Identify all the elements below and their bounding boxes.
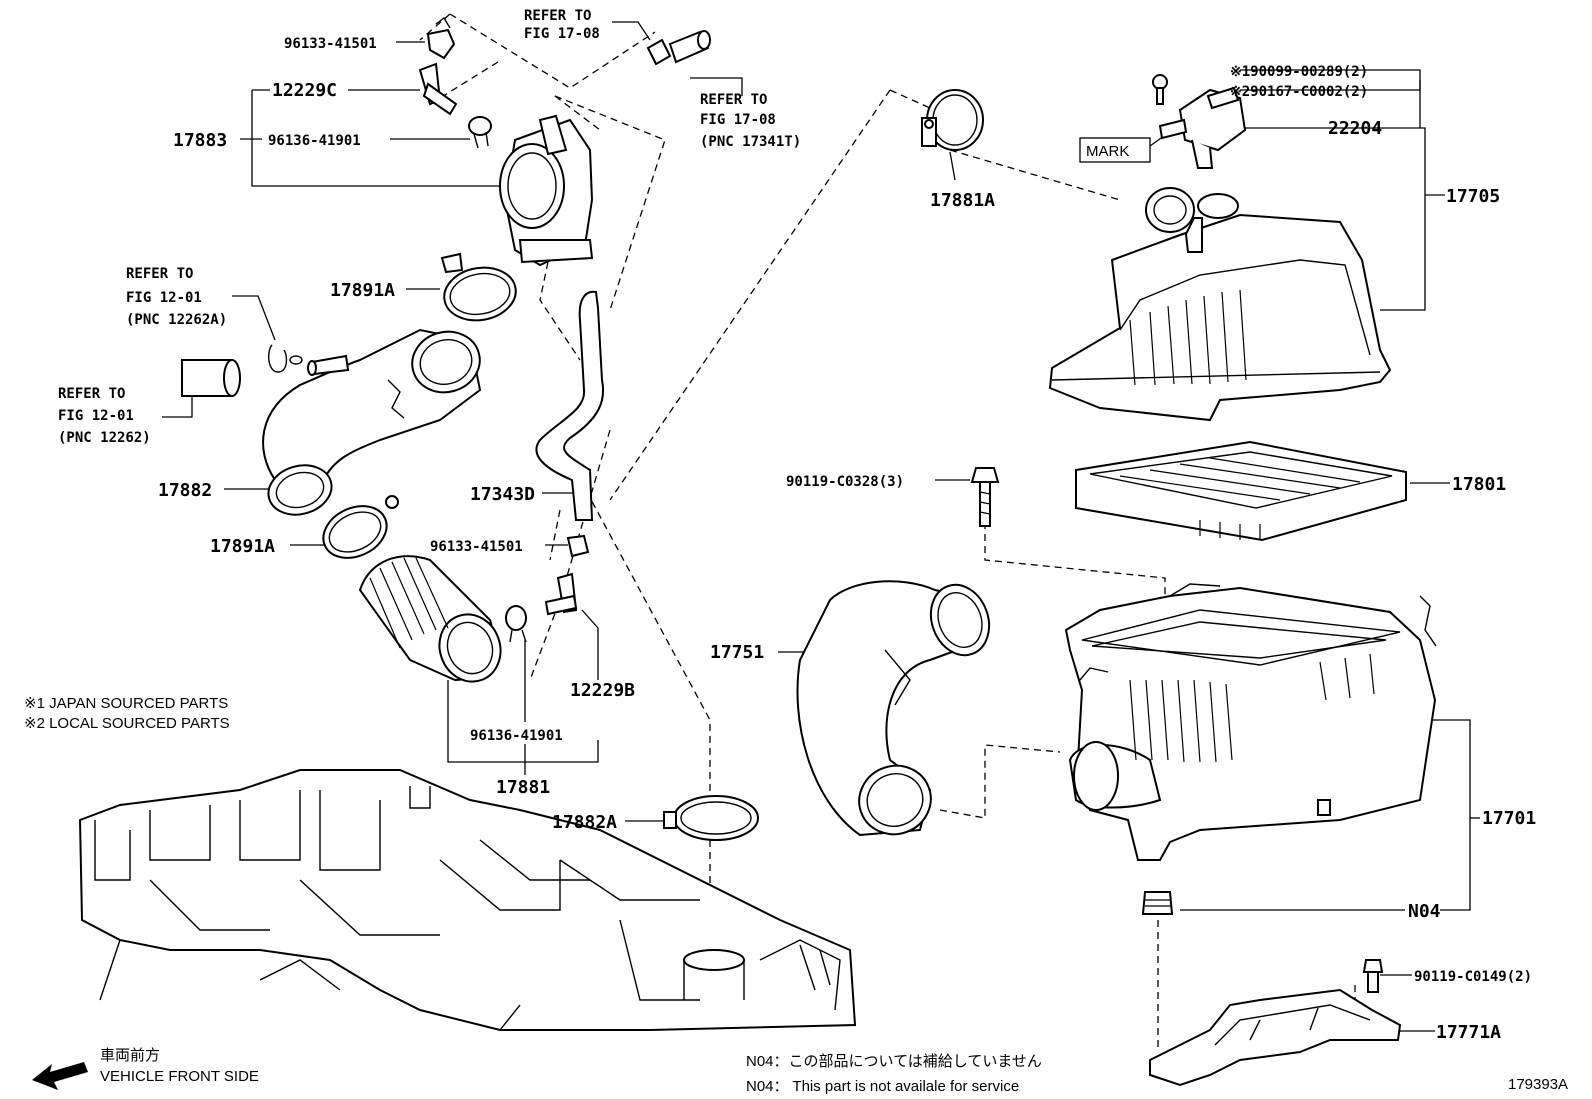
label-17771A: 17771A: [1436, 1022, 1501, 1043]
label-refer-12-01-a-3: (PNC 12262A): [126, 312, 227, 328]
label-refer-12-01-a-2: FIG 12-01: [126, 290, 202, 306]
label-96133-top: 96133-41501: [284, 36, 377, 52]
clip-96133-top: [426, 16, 456, 60]
clamp-17891A-top: [440, 252, 517, 322]
label-96136-top: 96136-41901: [268, 133, 361, 149]
note-japan-sourced: ※1 JAPAN SOURCED PARTS: [24, 695, 228, 712]
label-17751: 17751: [710, 642, 764, 663]
label-refer-17-08-a-1: REFER TO: [524, 8, 591, 24]
label-mark: MARK: [1086, 143, 1129, 160]
air-hose-17882: [181, 328, 482, 516]
bolt-90119-C0328: [970, 467, 1000, 527]
mark-label-box: [1079, 137, 1151, 163]
refer-fig-12-01-clip: [267, 344, 303, 373]
label-refer-17-08-a-2: FIG 17-08: [524, 26, 600, 42]
label-17891A-bottom: 17891A: [210, 536, 275, 557]
label-17881A: 17881A: [930, 190, 995, 211]
clamp-96136-top: [468, 116, 492, 149]
clamp-17881A: [921, 89, 984, 151]
label-17705: 17705: [1446, 186, 1500, 207]
clamp-17891A-bottom: [322, 495, 399, 559]
note-n04-en: N04： This part is not availale for servi…: [746, 1078, 1019, 1095]
label-17891A-top: 17891A: [330, 280, 395, 301]
air-cleaner-case-17701: [1064, 583, 1437, 861]
label-refer-12-01-b-2: FIG 12-01: [58, 408, 134, 424]
label-17882: 17882: [158, 480, 212, 501]
label-190099: ※190099-00289(2): [1230, 64, 1368, 80]
label-96136-bottom: 96136-41901: [470, 728, 563, 744]
label-refer-17-08-b-1: REFER TO: [700, 92, 767, 108]
engine-block-outline: [78, 769, 857, 1031]
label-17343D: 17343D: [470, 484, 535, 505]
callout-labels: 96133-41501 REFER TO FIG 17-08 12229C 17…: [58, 8, 1536, 1043]
label-90119-C0328: 90119-C0328(3): [786, 474, 904, 490]
intake-pipe-17883: [499, 114, 594, 267]
label-refer-12-01-a-1: REFER TO: [126, 266, 193, 282]
grommet-N04: [1141, 891, 1174, 915]
air-flow-meter-22204: [1158, 86, 1247, 169]
label-90119-C0149: 90119-C0149(2): [1414, 969, 1532, 985]
label-N04: N04: [1408, 901, 1441, 922]
note-front-jp: 車両前方: [100, 1047, 160, 1064]
clamp-96136-bottom: [505, 605, 527, 643]
label-12229C: 12229C: [272, 80, 337, 101]
label-17701: 17701: [1482, 808, 1536, 829]
corrugated-hose-17881: [358, 555, 502, 683]
bolt-90119-C0149: [1362, 959, 1384, 993]
clamp-17882A: [663, 795, 759, 841]
label-12229B: 12229B: [570, 680, 635, 701]
notes: ※1 JAPAN SOURCED PARTS ※2 LOCAL SOURCED …: [24, 695, 1568, 1095]
label-17882A: 17882A: [552, 812, 617, 833]
hose-17343D: [535, 290, 605, 521]
label-17801: 17801: [1452, 474, 1506, 495]
union-12229B: [544, 572, 578, 616]
label-refer-12-01-b-3: (PNC 12262): [58, 430, 151, 446]
label-96133-bottom: 96133-41501: [430, 539, 523, 555]
screw-190099: [1152, 74, 1168, 105]
air-filter-element-17801: [1075, 440, 1407, 542]
label-17881: 17881: [496, 777, 550, 798]
label-refer-17-08-b-3: (PNC 17341T): [700, 134, 801, 150]
label-290167: ※290167-C0002(2): [1230, 84, 1368, 100]
front-arrow-icon: [32, 1062, 88, 1090]
union-12229C: [418, 62, 458, 116]
note-local-sourced: ※2 LOCAL SOURCED PARTS: [24, 715, 230, 732]
figure-id: 179393A: [1508, 1076, 1568, 1093]
note-n04-jp: N04：この部品については補給していません: [746, 1053, 1042, 1070]
label-22204: 22204: [1328, 118, 1382, 139]
note-front-en: VEHICLE FRONT SIDE: [100, 1068, 259, 1085]
air-cleaner-cap-17705: [1048, 187, 1392, 422]
label-17883: 17883: [173, 130, 227, 151]
clip-96133-bottom: [566, 534, 590, 558]
bracket-17771A: [1149, 988, 1402, 1087]
air-inlet-duct-17751: [796, 580, 991, 837]
label-refer-12-01-b-1: REFER TO: [58, 386, 125, 402]
refer-fig-17-08-clip: [646, 30, 711, 66]
label-refer-17-08-b-2: FIG 17-08: [700, 112, 776, 128]
assembly-dashed-lines: [419, 13, 1356, 1050]
